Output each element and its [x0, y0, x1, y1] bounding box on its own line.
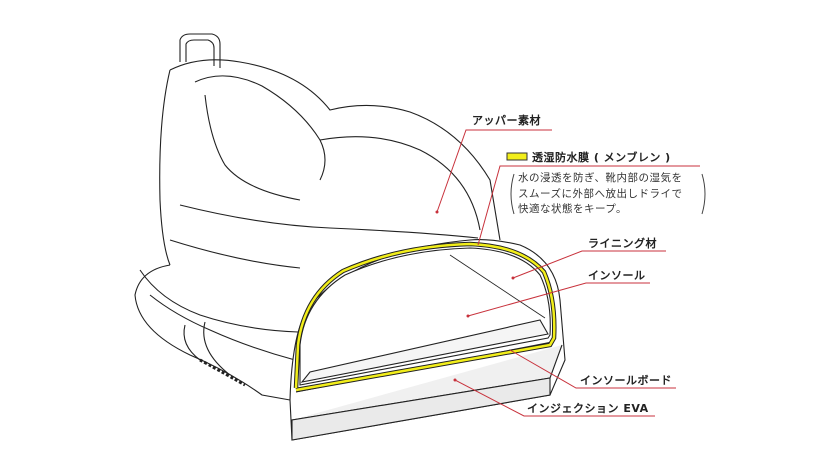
label-insole: インソール	[588, 269, 646, 282]
leader-insole	[467, 282, 650, 317]
label-upper: アッパー素材	[472, 114, 541, 127]
sole-outline	[134, 264, 291, 401]
leader-lines	[436, 129, 700, 417]
membrane-description: 水の浸透を防ぎ、靴内部の湿気を スムーズに外部へ放出しドライで 快適な状態をキー…	[518, 171, 682, 218]
leader-insole-board	[509, 349, 676, 389]
membrane-legend-swatch	[506, 152, 528, 161]
leader-upper	[436, 129, 552, 213]
membrane-layer	[294, 242, 556, 392]
label-eva: インジェクション EVA	[527, 402, 649, 415]
description-line: 快適な状態をキープ。	[518, 203, 628, 215]
shoe-illustration	[134, 33, 566, 441]
leader-lining	[512, 250, 666, 279]
upper-outline	[169, 59, 501, 241]
description-line: 水の浸透を防ぎ、靴内部の湿気を	[518, 172, 683, 184]
bracket-right	[701, 173, 706, 215]
heel-pull-tab	[179, 33, 221, 68]
leader-membrane	[477, 165, 700, 246]
label-membrane: 透湿防水膜 ( メンブレン )	[532, 151, 671, 164]
label-lining: ライニング材	[588, 237, 657, 250]
leader-eva	[454, 379, 655, 417]
bracket-left	[510, 173, 515, 215]
label-insole-board: インソールボード	[580, 374, 672, 387]
description-line: スムーズに外部へ放出しドライで	[518, 187, 683, 200]
